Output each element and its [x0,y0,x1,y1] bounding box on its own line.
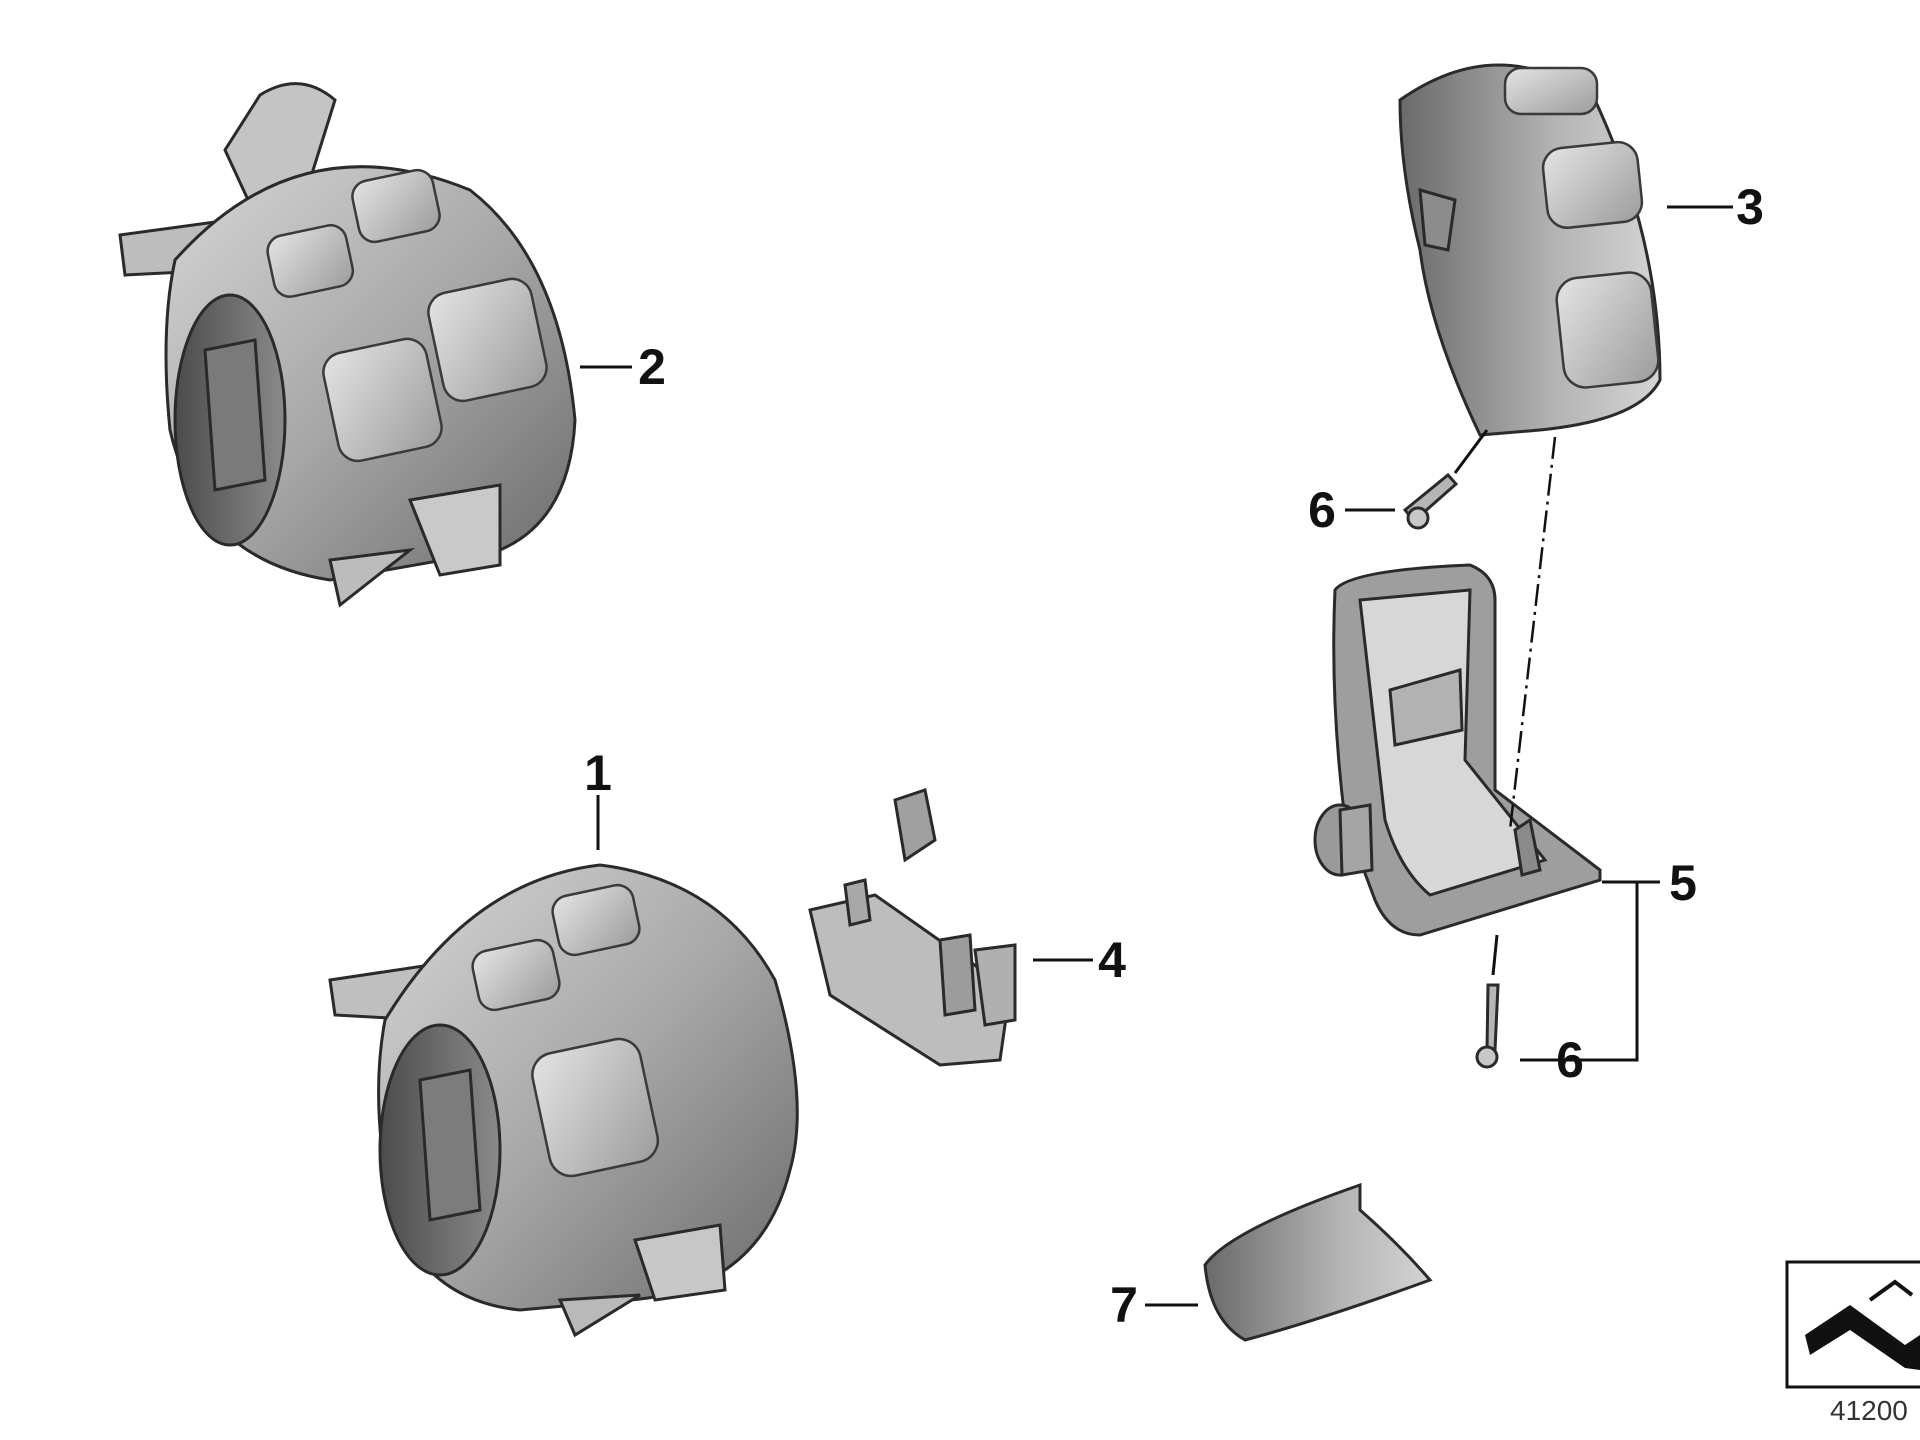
callout-2: 2 [638,339,666,395]
callout-7: 7 [1110,1277,1138,1333]
leader-5 [1520,880,1639,1062]
callout-6-upper: 6 [1308,482,1336,538]
leader-6b-axis [1491,934,1499,976]
callout-3: 3 [1736,179,1764,235]
callout-4: 4 [1098,932,1126,988]
reference-number: 41200 [1830,1395,1908,1426]
part-1-switch-housing [328,863,799,1338]
part-2-switch-housing [118,82,577,608]
arrow-orientation-icon [1785,1260,1920,1389]
part-6-screw-lower [1475,983,1500,1069]
callout-6-lower: 6 [1556,1032,1584,1088]
centerline-3-to-5 [1508,436,1557,831]
leader-6a-axis [1453,429,1489,474]
callout-5: 5 [1669,855,1697,911]
part-5-lower-housing [1313,563,1602,937]
part-4-bracket [808,788,1017,1067]
callout-1: 1 [584,745,612,801]
part-6-screw-upper [1402,472,1459,530]
part-7-sleeve [1203,1182,1433,1342]
part-3-switch-cover [1398,63,1662,437]
